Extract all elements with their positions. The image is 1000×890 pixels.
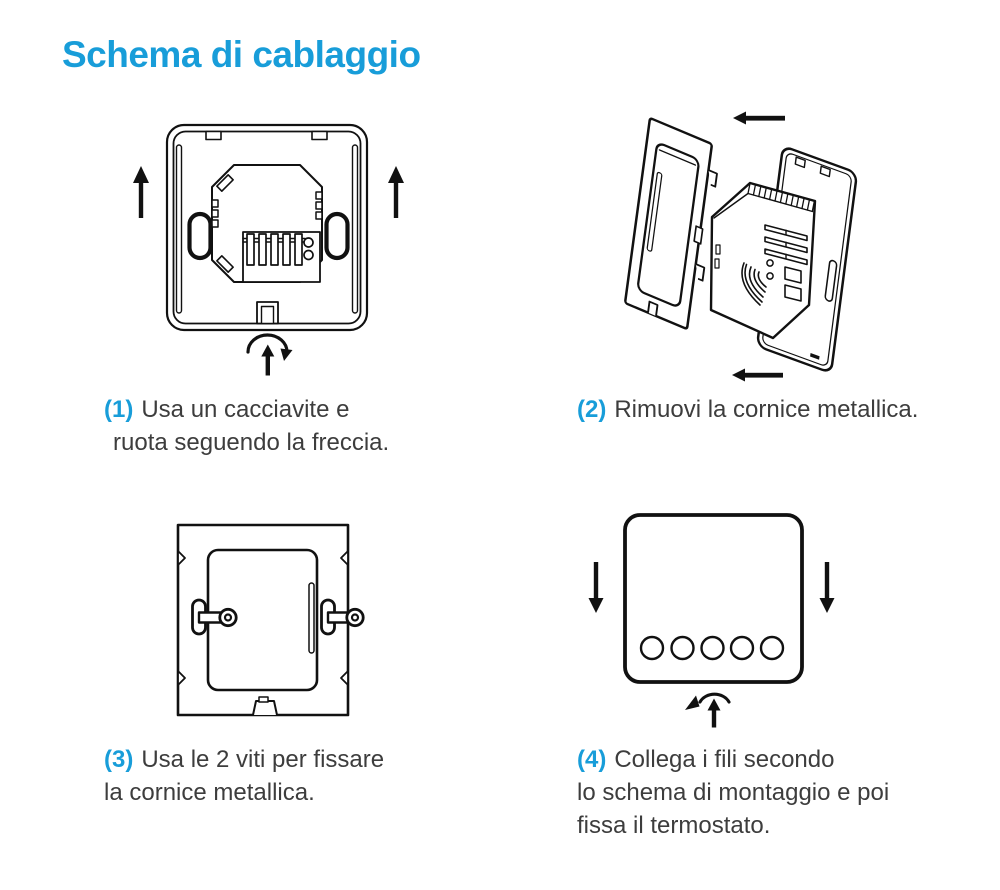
caption-line: (4) Collega i fili secondo — [577, 743, 889, 776]
caption-line: lo schema di montaggio e poi — [577, 779, 890, 806]
caption-line: ruota seguendo la freccia. — [113, 429, 390, 456]
screw-icon — [320, 598, 365, 636]
rotate-clockwise-arrow-icon — [246, 333, 293, 376]
screw-icon — [191, 598, 238, 636]
down-arrow-icon — [588, 562, 604, 613]
left-arrow-icon — [733, 111, 785, 125]
up-arrow-icon — [388, 166, 404, 218]
step-number: (4) — [577, 746, 607, 773]
electronics-module — [709, 181, 817, 340]
bottom-latch-notch — [252, 700, 278, 716]
page-title: Schema di cablaggio — [62, 34, 421, 75]
screw-slot — [324, 211, 350, 261]
step-2-caption: (2) Rimuovi la cornice metallica. — [577, 393, 918, 426]
step-3-caption: (3) Usa le 2 viti per fissare la cornice … — [104, 743, 384, 809]
caption-text: Usa le 2 viti per fissare — [141, 746, 385, 773]
thermostat-body — [623, 513, 804, 684]
caption-text: Rimuovi la cornice metallica. — [614, 396, 919, 423]
terminal-holes — [639, 635, 785, 661]
terminal-block — [242, 231, 321, 283]
top-clip-tab — [311, 130, 328, 141]
up-arrow-icon — [133, 166, 149, 218]
figure-step1-thermostat-backplate — [133, 123, 404, 376]
left-arrow-icon — [732, 368, 783, 382]
caption-line: (2) Rimuovi la cornice metallica. — [577, 393, 918, 426]
down-arrow-icon — [819, 562, 835, 613]
step-number: (3) — [104, 746, 134, 773]
screw-slot — [187, 211, 213, 261]
step-number: (1) — [104, 396, 134, 423]
caption-text: Usa un cacciavite e — [141, 396, 350, 423]
caption-line: (3) Usa le 2 viti per fissare — [104, 743, 384, 776]
caption-line: fissa il termostato. — [577, 812, 771, 839]
caption-text: Collega i fili secondo — [614, 746, 835, 773]
caption-line: (1) Usa un cacciavite e — [104, 393, 389, 426]
top-clip-tab — [205, 130, 222, 141]
figure-step2-remove-frame — [624, 111, 858, 382]
step-1-caption: (1) Usa un cacciavite e ruota seguendo la… — [104, 393, 389, 459]
caption-line: la cornice metallica. — [104, 779, 315, 806]
step-4-caption: (4) Collega i fili secondo lo schema di m… — [577, 743, 889, 842]
step-number: (2) — [577, 396, 607, 423]
figure-step3-metal-frame-screws — [176, 523, 365, 717]
figure-step4-mount-thermostat — [588, 513, 835, 728]
rotate-counterclockwise-arrow-icon — [685, 692, 731, 728]
metal-frame-plate — [624, 117, 718, 330]
